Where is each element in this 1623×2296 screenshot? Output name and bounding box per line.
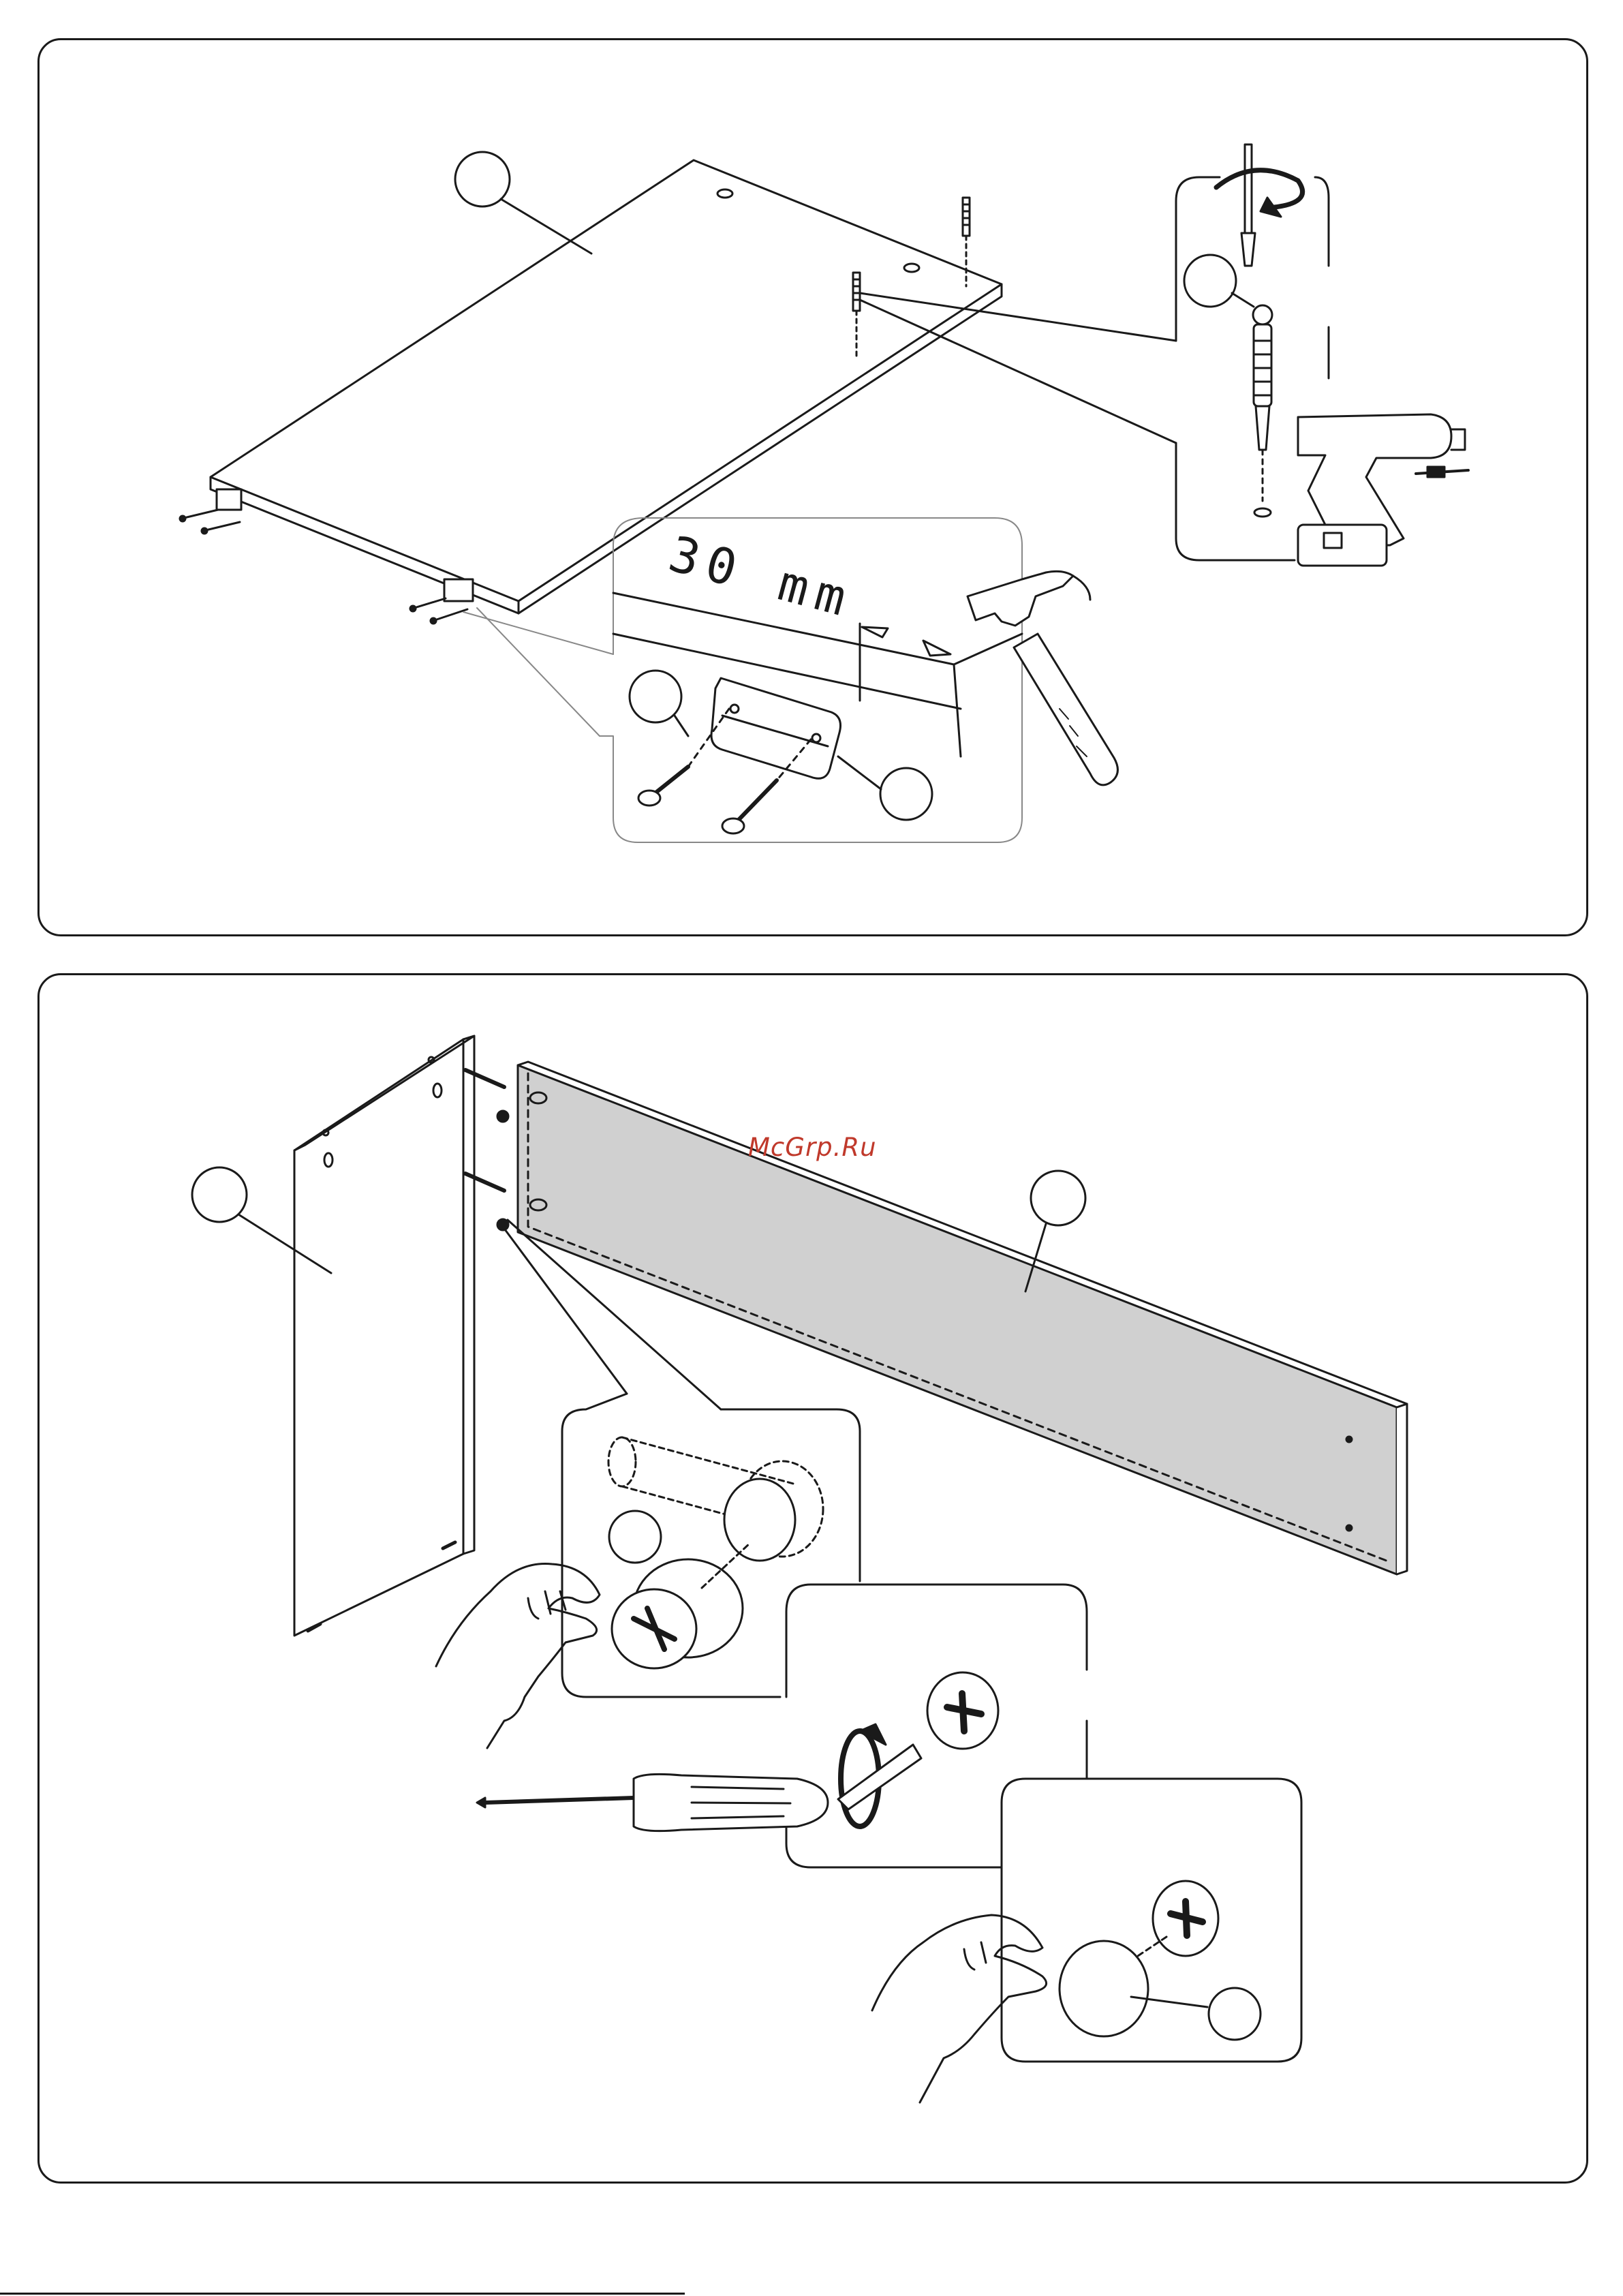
hand-icon: [436, 1564, 600, 1749]
callout-cover-cap: [1209, 1988, 1261, 2040]
watermark-text: McGrp.Ru: [748, 1133, 877, 1162]
detail-box-cam-lock: [562, 1394, 860, 1697]
side-panel: [294, 1036, 474, 1636]
long-panel: [518, 1062, 1407, 1574]
detail-box-screwdriver: [786, 1585, 1087, 1867]
callout-cam-lock: [609, 1511, 661, 1563]
footer-rule: [0, 2293, 685, 2295]
screwdriver-icon: [477, 1774, 828, 1831]
callout-long-panel: [1031, 1171, 1085, 1225]
hand-icon: [872, 1915, 1047, 2102]
